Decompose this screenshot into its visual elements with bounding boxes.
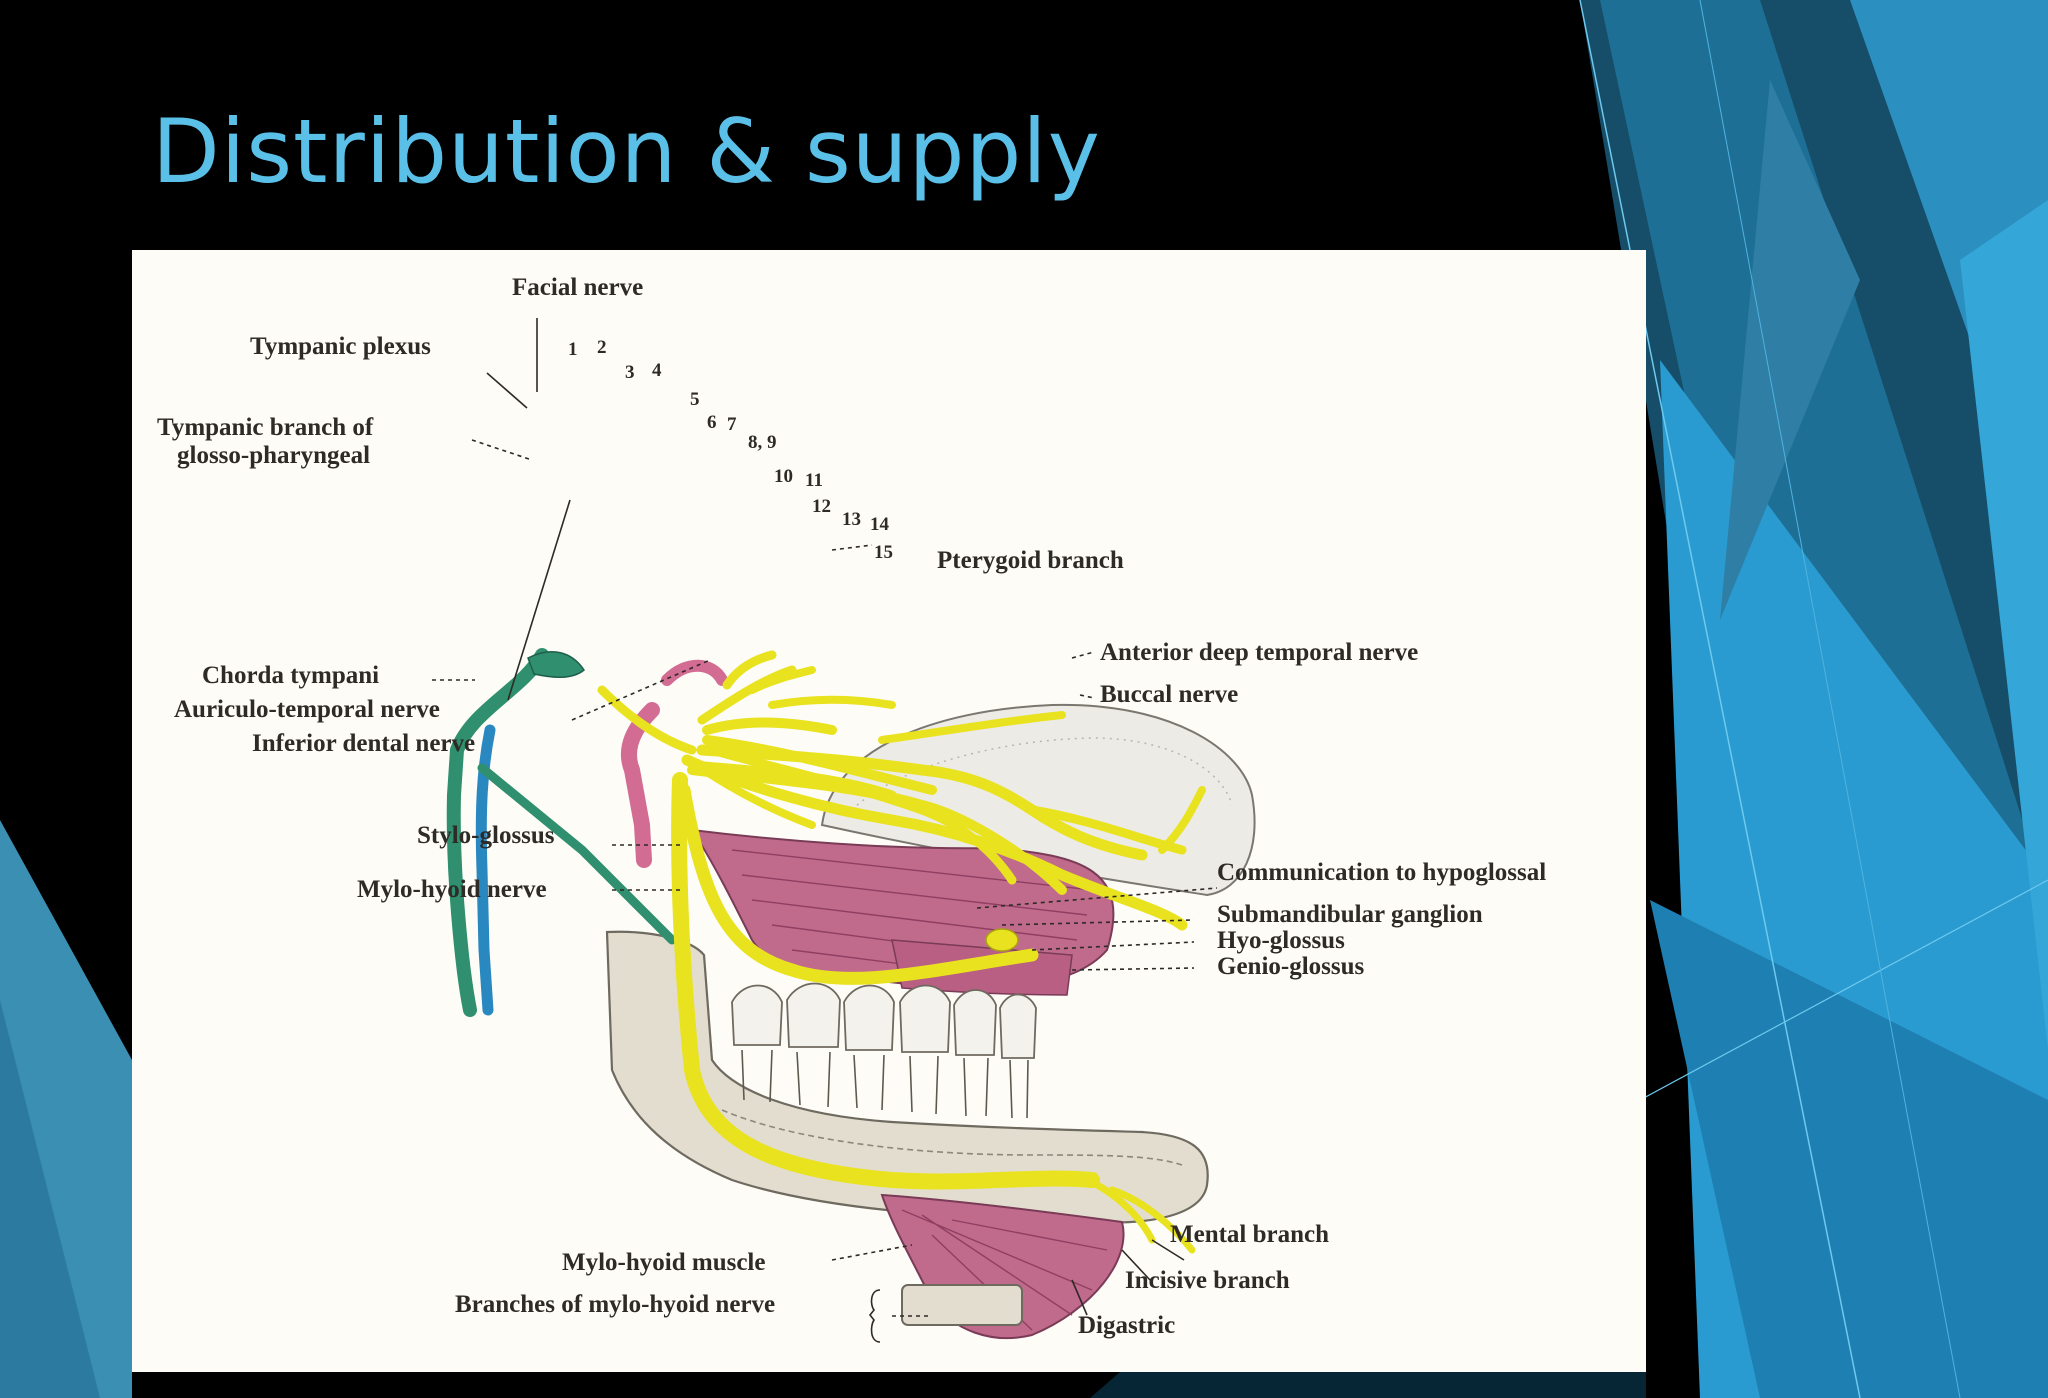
facet-line-2 [1639, 879, 2048, 1101]
artery-pink-upper [661, 659, 728, 686]
branch-number-4: 4 [652, 360, 662, 381]
label-mental-branch: Mental branch [1170, 1221, 1329, 1248]
label-chorda-tympani: Chorda tympani [202, 662, 379, 689]
branch-number-5: 5 [690, 389, 700, 410]
label-pterygoid-branch: Pterygoid branch [937, 547, 1124, 574]
hyoid-bone [901, 1284, 1023, 1326]
mandibular-nerve-diagram: Facial nerve Tympanic plexus Tympanic br… [157, 274, 1546, 1343]
submandibular-ganglion-shape [985, 928, 1019, 952]
branch-number-8-9: 8, 9 [748, 432, 777, 453]
label-facial-nerve: Facial nerve [512, 274, 643, 301]
tympanic-plexus-shape [527, 651, 585, 678]
label-tympanic-branch-2: glosso-pharyngeal [177, 442, 370, 469]
vessel-green-cross [477, 763, 677, 945]
muscle-fibers-lower [901, 1209, 1108, 1331]
tooth-roots [741, 1049, 1029, 1119]
label-branches-mylo-hyoid: Branches of mylo-hyoid nerve [455, 1291, 775, 1318]
branch-number-7: 7 [727, 414, 737, 435]
mandible-inner-canal [721, 1109, 1183, 1166]
branch-number-10: 10 [774, 466, 793, 487]
branch-number-2: 2 [597, 337, 607, 358]
label-anterior-deep-temporal: Anterior deep temporal nerve [1100, 639, 1418, 666]
label-tympanic-plexus: Tympanic plexus [250, 333, 431, 360]
label-incisive-branch: Incisive branch [1125, 1267, 1290, 1294]
label-inferior-dental: Inferior dental nerve [252, 730, 475, 757]
label-mylo-hyoid-nerve: Mylo-hyoid nerve [357, 876, 547, 903]
label-leaders [432, 318, 1218, 1343]
branch-number-3: 3 [625, 362, 635, 383]
branch-number-12: 12 [812, 496, 831, 517]
vessel-blue [475, 724, 496, 1016]
label-tympanic-branch-1: Tympanic branch of [157, 414, 374, 441]
branch-number-14: 14 [870, 514, 890, 535]
artery-pink [620, 702, 660, 868]
anatomy-figure: Facial nerve Tympanic plexus Tympanic br… [132, 250, 1646, 1372]
facet-right-7 [1720, 80, 1860, 620]
label-submandibular-ganglion: Submandibular ganglion [1217, 901, 1483, 928]
facet-right-6 [1960, 200, 2048, 1050]
branch-number-1: 1 [568, 339, 578, 360]
label-hyo-glossus: Hyo-glossus [1217, 927, 1345, 954]
label-stylo-glossus: Stylo-glossus [417, 822, 555, 849]
branch-number-15: 15 [874, 542, 893, 563]
teeth-row [731, 982, 1037, 1059]
facet-right-5 [1650, 900, 2048, 1398]
branch-number-13: 13 [842, 509, 861, 530]
nerve-branches [597, 650, 1206, 1254]
facet-left-3 [1090, 1372, 1646, 1398]
slide-title: Distribution & supply [152, 100, 1101, 203]
facet-line-3 [1699, 0, 1961, 1398]
facet-line-1 [1579, 0, 1861, 1398]
label-auriculo-temporal: Auriculo-temporal nerve [174, 696, 440, 723]
label-digastric: Digastric [1078, 1312, 1175, 1339]
facet-left-2 [0, 1000, 100, 1398]
branch-number-6: 6 [707, 412, 717, 433]
muscle-striations [731, 849, 1093, 979]
branch-number-11: 11 [805, 470, 823, 491]
label-communication-hypoglossal: Communication to hypoglossal [1217, 859, 1546, 886]
label-buccal-nerve: Buccal nerve [1100, 681, 1238, 708]
label-mylo-hyoid-muscle: Mylo-hyoid muscle [562, 1249, 765, 1276]
label-genio-glossus: Genio-glossus [1217, 953, 1365, 980]
